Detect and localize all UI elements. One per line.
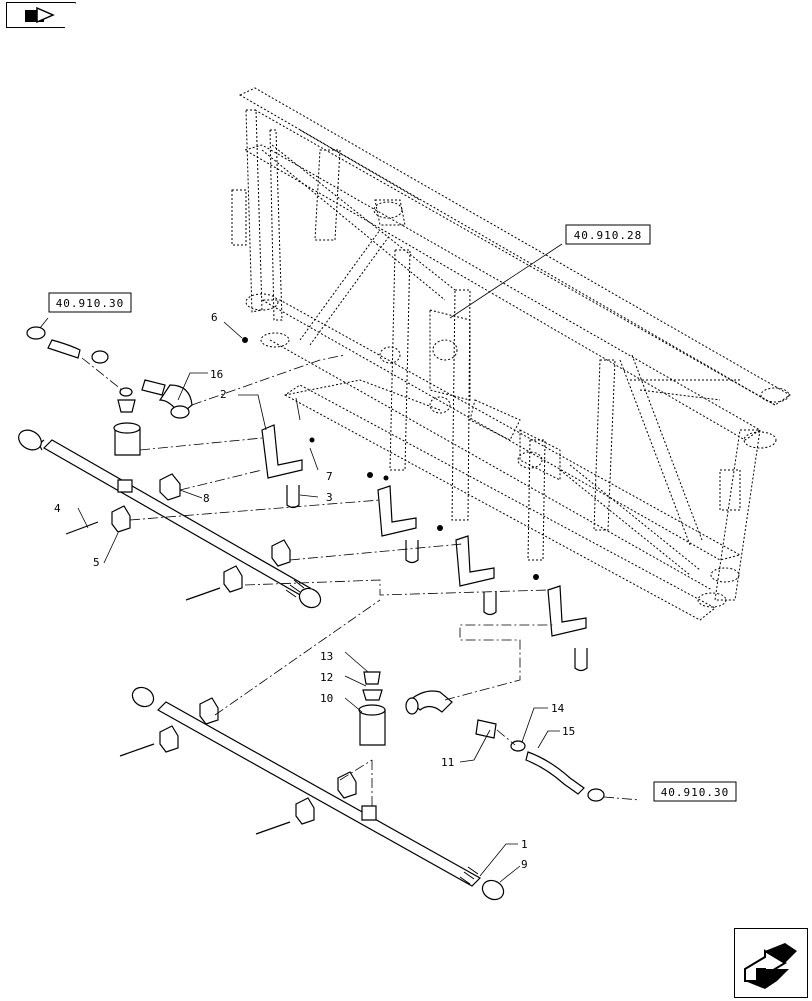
upper-fittings [26,326,193,456]
callout-5: 5 [93,556,100,569]
ref-label-bottom-right: 40.910.30 [661,786,730,799]
callout-16: 16 [210,368,223,381]
forward-arrow-icon [744,943,797,989]
ref-label-top-left: 40.910.30 [56,297,125,310]
ref-box-top-left[interactable]: 40.910.30 [48,292,132,313]
callout-14: 14 [551,702,565,715]
callout-8: 8 [203,492,210,505]
u-bolts [286,485,588,672]
callout-13: 13 [320,650,333,663]
ref-box-top-right[interactable]: 40.910.28 [565,224,651,245]
boom-frame [231,87,791,621]
callout-4: 4 [54,502,61,515]
ref-label-top-right: 40.910.28 [574,229,643,242]
lower-boom-pipe [131,686,505,901]
linkage-lines [81,354,641,808]
upper-clamps [111,473,291,593]
callout-9: 9 [521,858,528,871]
previous-page-button[interactable] [6,2,76,28]
upper-bolts [65,521,221,601]
callout-2: 2 [220,388,227,401]
callout-6: 6 [211,311,218,324]
callout-12: 12 [320,671,333,684]
next-page-button[interactable] [734,928,808,998]
callout-11: 11 [441,756,454,769]
callout-1: 1 [521,838,528,851]
callouts: 6 2 16 7 3 8 4 5 13 12 10 11 14 15 1 9 [54,311,575,871]
mounting-brackets [261,424,587,637]
nuts [242,337,539,580]
callout-7: 7 [326,470,333,483]
book-arrow-icon [25,6,55,24]
callout-15: 15 [562,725,575,738]
upper-boom-pipe [18,429,322,609]
leader-lines [39,243,563,883]
ref-box-bottom-right[interactable]: 40.910.30 [653,781,737,802]
callout-10: 10 [320,692,333,705]
lower-bolts [119,743,291,835]
lower-fittings [358,671,605,802]
callout-3: 3 [326,491,333,504]
